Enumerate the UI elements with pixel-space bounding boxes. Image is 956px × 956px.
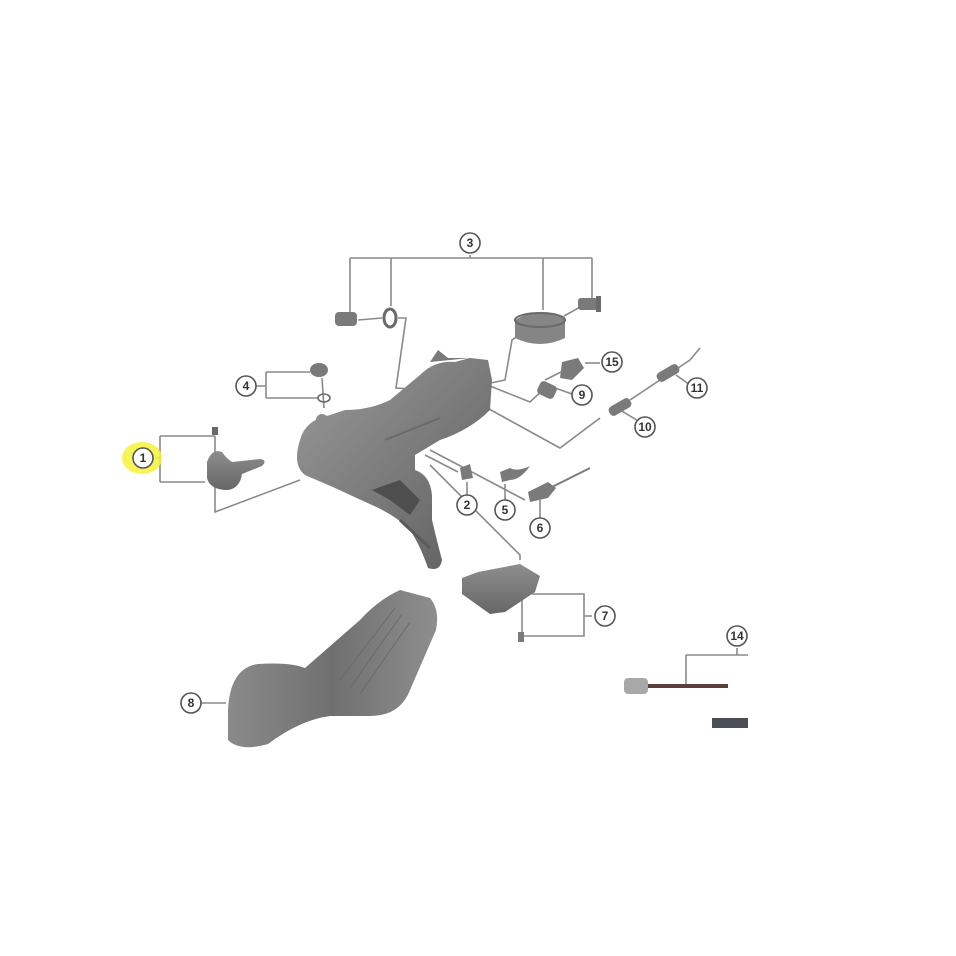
callout-3: 3: [459, 232, 481, 254]
leader-lines: [155, 255, 748, 704]
callout-15: 15: [601, 351, 623, 373]
part-7-bottom-cover: [462, 564, 540, 642]
svg-text:2: 2: [464, 498, 471, 512]
svg-text:4: 4: [243, 379, 250, 393]
svg-text:3: 3: [467, 236, 474, 250]
callout-7: 7: [594, 605, 616, 627]
callouts: 1 2 3 4 5 6 7 8 9 10 11 14 15: [122, 232, 748, 714]
part-8-hood: [228, 590, 438, 748]
part-14-cable: [624, 678, 748, 728]
svg-text:10: 10: [638, 420, 652, 434]
part-4-cap-oring: [310, 363, 331, 403]
callout-10: 10: [634, 416, 656, 438]
svg-text:5: 5: [502, 503, 509, 517]
callout-9: 9: [571, 384, 593, 406]
part-15-9: [537, 358, 584, 399]
svg-text:15: 15: [605, 355, 619, 369]
main-lever-body: [296, 350, 492, 569]
callout-2: 2: [456, 494, 478, 516]
svg-text:6: 6: [537, 521, 544, 535]
part-2-5-6: [460, 464, 591, 502]
svg-text:7: 7: [602, 609, 609, 623]
part-1-lever-cap: [207, 427, 265, 490]
callout-5: 5: [494, 499, 516, 521]
svg-text:14: 14: [730, 629, 744, 643]
svg-text:1: 1: [140, 451, 147, 465]
svg-text:11: 11: [691, 381, 704, 395]
callout-8: 8: [180, 692, 202, 714]
svg-text:8: 8: [188, 696, 195, 710]
callout-1: 1: [132, 447, 154, 469]
part-3-hardware: [335, 296, 601, 344]
part-10-11-sleeves: [608, 364, 680, 416]
callout-6: 6: [529, 517, 551, 539]
callout-14: 14: [726, 625, 748, 647]
svg-text:9: 9: [579, 388, 586, 402]
callout-4: 4: [235, 375, 257, 397]
callout-11: 11: [686, 377, 708, 399]
